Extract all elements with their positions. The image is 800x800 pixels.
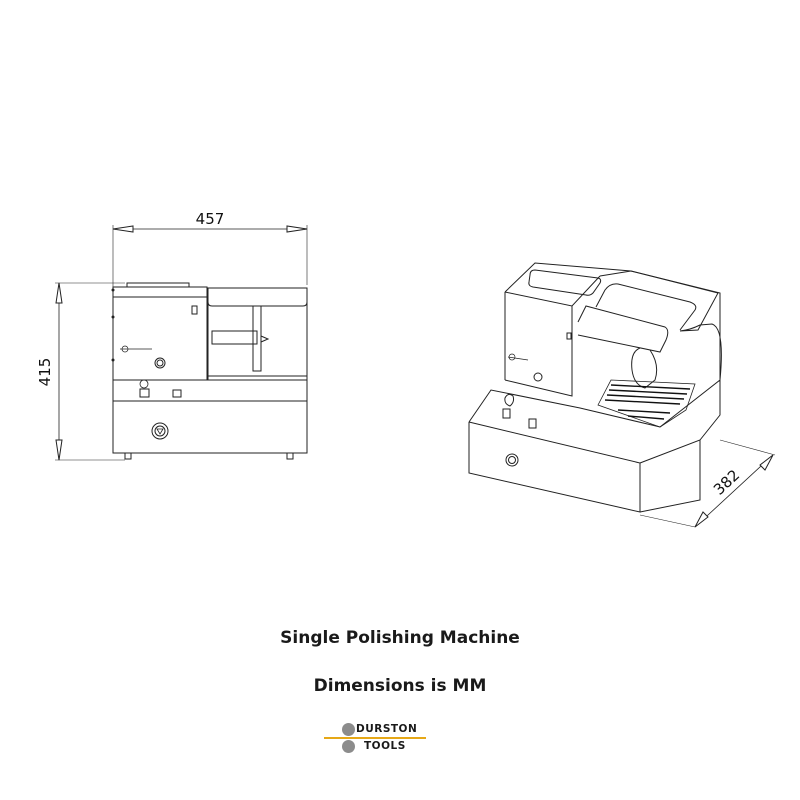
height-dimension-label: 415 [36, 358, 54, 387]
iso-view [468, 262, 776, 528]
logo-circle-bottom-icon [342, 740, 355, 753]
title: Single Polishing Machine [280, 628, 520, 648]
durston-tools-logo: DURSTON TOOLS [322, 720, 428, 756]
logo-accent-line [324, 737, 426, 739]
logo-text-line2: TOOLS [364, 740, 406, 752]
width-dimension-label: 457 [196, 210, 225, 228]
logo-text-line1: DURSTON [356, 723, 418, 735]
depth-dimension-label: 382 [710, 466, 743, 499]
subtitle: Dimensions is MM [313, 676, 487, 696]
logo-circle-top-icon [342, 723, 355, 736]
front-view [55, 225, 308, 461]
